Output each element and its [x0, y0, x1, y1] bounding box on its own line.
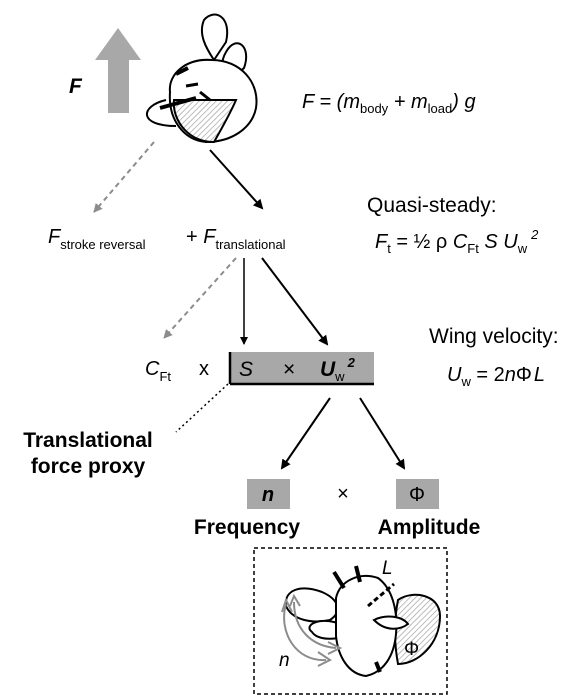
arrow-to-velocity [261, 257, 329, 346]
wv-n: n [505, 364, 516, 386]
eq-equals: = ( [314, 91, 346, 113]
insect-top-icon [146, 13, 258, 144]
proxy-box [228, 352, 374, 386]
frequency-box [247, 479, 290, 509]
translational-sub: translational [215, 237, 285, 252]
inset-length-label: L [382, 558, 393, 579]
wv-phi: Φ [516, 364, 532, 386]
eq-g: g [464, 91, 475, 113]
wv-equals-two: = 2 [471, 364, 505, 386]
qs-ft: F [375, 231, 389, 253]
amplitude-label: Amplitude [378, 516, 481, 539]
arrow-to-stroke-reversal [93, 141, 155, 213]
weight-equation: F = (mbody + mload) g [302, 91, 476, 116]
inset-box [253, 547, 448, 695]
eq-sub-load: load [428, 101, 453, 116]
wv-l: L [534, 364, 545, 386]
stroke-cycle-arrow [281, 593, 343, 667]
arrow-to-frequency [280, 397, 331, 470]
qs-half-rho: = ½ ρ [391, 231, 453, 253]
proxy-multiply: × [283, 358, 295, 381]
inset-frequency-label: n [279, 650, 290, 671]
proxy-times: x [199, 358, 209, 380]
arrow-to-amplitude [359, 397, 406, 470]
proxy-area: S [239, 358, 253, 381]
proxy-velocity-term: Uw2 [320, 355, 356, 384]
proxy-c-sub: Ft [159, 369, 171, 384]
proxy-link-dotted [175, 383, 229, 433]
qs-u-sup: 2 [530, 227, 539, 242]
eq-force-symbol: F [302, 91, 316, 113]
wv-u-sub: w [460, 374, 471, 389]
eq-plus: + [388, 91, 411, 113]
arrow-to-translational [209, 149, 264, 210]
qs-s: S [479, 231, 503, 253]
qs-c-sub: Ft [467, 241, 479, 256]
eq-close: ) [450, 91, 464, 113]
qs-ft-sub: t [387, 241, 391, 256]
insect-inset-icon [284, 565, 442, 678]
stroke-reversal-sub: stroke reversal [60, 237, 145, 252]
amplitude-symbol: Φ [409, 484, 425, 506]
wv-u: U [447, 364, 462, 386]
proxy-label-line1: Translational [23, 429, 153, 452]
qs-u-sub: w [517, 241, 528, 256]
proxy-label-line2: force proxy [31, 455, 146, 478]
quasi-steady-equation: Ft = ½ ρ CFt S Uw2 [375, 227, 539, 256]
force-arrow [95, 28, 141, 113]
proxy-u-sup: 2 [347, 355, 356, 370]
quasi-steady-title: Quasi-steady: [367, 194, 497, 217]
arrow-to-coefficient [163, 257, 237, 339]
amplitude-box [396, 479, 439, 509]
eq-m-load: m [411, 91, 428, 113]
plus-sign: + [186, 226, 203, 248]
translational-symbol: F [203, 226, 217, 248]
eq-sub-body: body [360, 101, 389, 116]
proxy-c: C [145, 358, 160, 380]
coefficient-term: CFt [145, 358, 171, 384]
proxy-u-sub: w [334, 369, 345, 384]
stroke-reversal-symbol: F [48, 226, 62, 248]
force-label: F [69, 75, 83, 98]
frequency-label: Frequency [194, 516, 301, 539]
qs-c: C [453, 231, 468, 253]
wing-length-line [367, 582, 395, 608]
wing-velocity-title: Wing velocity: [429, 325, 559, 348]
qs-u: U [503, 231, 518, 253]
components-times: × [337, 483, 349, 505]
frequency-symbol: n [262, 484, 274, 506]
proxy-u: U [320, 358, 336, 381]
translational-force: + Ftranslational [186, 226, 286, 252]
stroke-reversal-force: Fstroke reversal [48, 226, 146, 252]
eq-m-body: m [343, 91, 360, 113]
inset-amplitude-label: Φ [404, 639, 419, 660]
